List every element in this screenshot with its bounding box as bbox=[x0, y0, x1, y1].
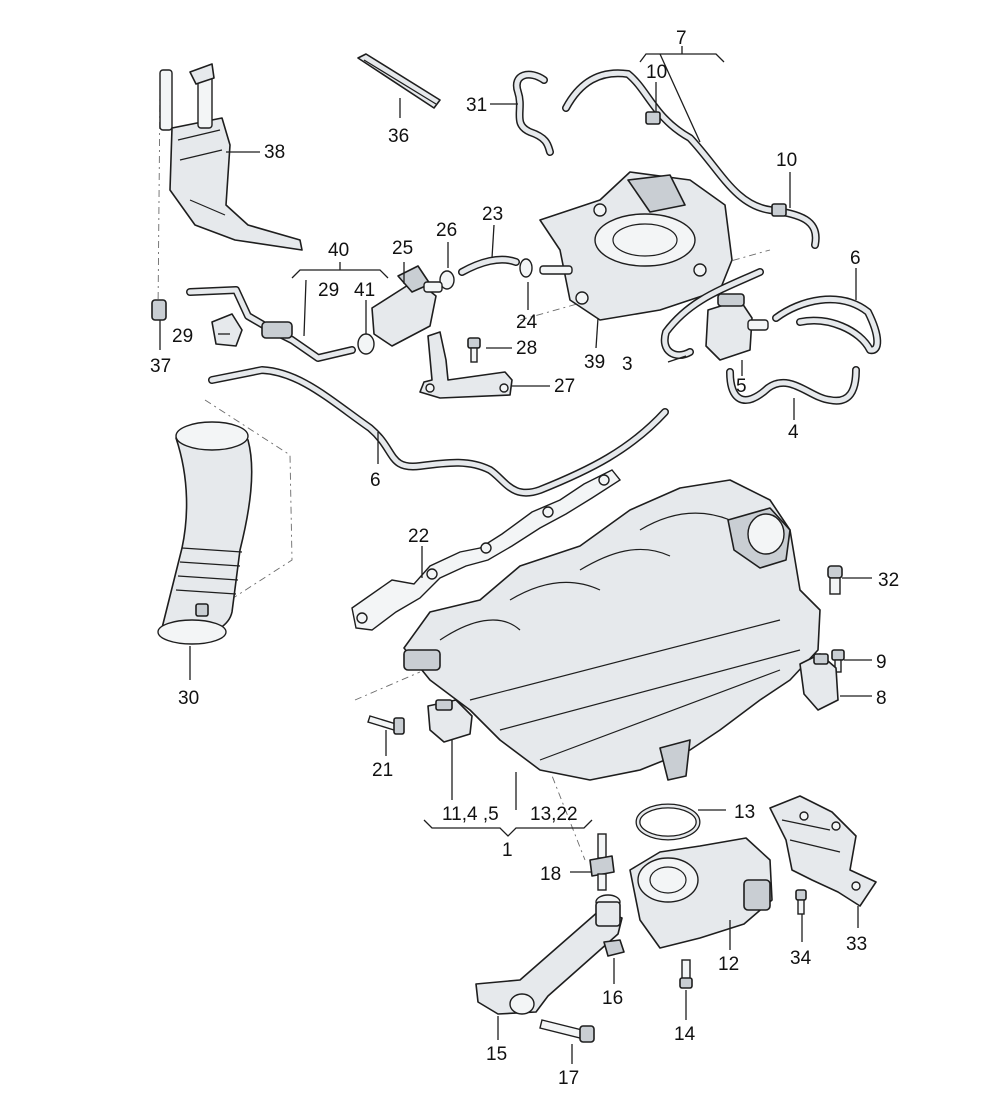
callout-41: 41 bbox=[354, 280, 375, 301]
part-23-hose bbox=[458, 255, 520, 276]
part-30-intake-pipe bbox=[157, 421, 253, 645]
callout-29-lower: 29 bbox=[172, 326, 193, 347]
callout-7: 7 bbox=[676, 28, 687, 49]
part-6-hose-lower bbox=[208, 366, 669, 497]
callout-8: 8 bbox=[876, 688, 887, 709]
part-22-gasket bbox=[351, 469, 622, 631]
callout-12: 12 bbox=[718, 954, 739, 975]
callout-28: 28 bbox=[516, 338, 537, 359]
callout-32: 32 bbox=[878, 570, 899, 591]
callout-9: 9 bbox=[876, 652, 887, 673]
callout-13: 13 bbox=[734, 802, 755, 823]
part-7-hose-assembly bbox=[562, 69, 820, 249]
part-18-stud bbox=[589, 833, 615, 891]
part-6-hose-upper bbox=[772, 295, 882, 355]
part-3-hose bbox=[660, 268, 764, 360]
callout-22: 22 bbox=[408, 526, 429, 547]
callout-6-lower: 6 bbox=[370, 470, 381, 491]
part-24-clamp bbox=[519, 258, 533, 278]
callout-25: 25 bbox=[392, 238, 413, 259]
callout-1: 1 bbox=[502, 840, 513, 861]
callout-31: 31 bbox=[466, 95, 487, 116]
part-5-solenoid-valve bbox=[705, 293, 769, 361]
callout-34: 34 bbox=[790, 948, 812, 969]
callout-39: 39 bbox=[584, 352, 605, 373]
callout-10-upper: 10 bbox=[646, 62, 667, 83]
part-15-support-arm bbox=[475, 894, 623, 1015]
callout-16: 16 bbox=[602, 988, 623, 1009]
callout-14: 14 bbox=[674, 1024, 696, 1045]
callout-18: 18 bbox=[540, 864, 561, 885]
callout-15: 15 bbox=[486, 1044, 507, 1065]
part-21-bolt bbox=[367, 715, 405, 735]
callout-11-4-5: 11,4 ,5 bbox=[442, 804, 499, 825]
callout-13-22: 13,22 bbox=[530, 804, 578, 825]
callout-38: 38 bbox=[264, 142, 285, 163]
part-27-bracket bbox=[419, 331, 513, 399]
callout-23: 23 bbox=[482, 204, 503, 225]
callout-3: 3 bbox=[622, 354, 633, 375]
callout-27: 27 bbox=[554, 376, 575, 397]
part-8-pressure-sensor bbox=[799, 653, 839, 711]
part-31-hose bbox=[512, 70, 554, 156]
part-14-bolt bbox=[679, 959, 693, 989]
part-1-intake-manifold bbox=[403, 479, 821, 781]
part-36-strip bbox=[357, 53, 441, 109]
callout-24: 24 bbox=[516, 312, 538, 333]
callout-30: 30 bbox=[178, 688, 199, 709]
callout-37: 37 bbox=[150, 356, 171, 377]
part-39-cover bbox=[539, 171, 733, 321]
part-41-clip bbox=[357, 333, 375, 355]
callout-5: 5 bbox=[736, 376, 747, 397]
part-37-clip bbox=[151, 299, 167, 321]
callout-6-upper: 6 bbox=[850, 248, 861, 269]
callout-29-upper: 29 bbox=[318, 280, 339, 301]
part-12-throttle-body bbox=[629, 837, 773, 949]
part-40-hose-line bbox=[186, 286, 356, 362]
leader-lines bbox=[159, 46, 872, 1064]
part-33-bracket bbox=[769, 795, 877, 907]
part-11-sensor bbox=[427, 699, 473, 743]
callout-21: 21 bbox=[372, 760, 393, 781]
callout-10-lower: 10 bbox=[776, 150, 797, 171]
part-9-screw bbox=[831, 649, 845, 673]
callout-36: 36 bbox=[388, 126, 409, 147]
part-28-bolt bbox=[467, 337, 481, 363]
part-32-bolt bbox=[827, 565, 843, 595]
callout-26: 26 bbox=[436, 220, 457, 241]
callout-33: 33 bbox=[846, 934, 867, 955]
part-26-clamp bbox=[439, 270, 455, 290]
part-29-clip bbox=[211, 313, 243, 347]
callout-4: 4 bbox=[788, 422, 799, 443]
part-4-hose bbox=[726, 366, 860, 405]
part-34-bolt bbox=[795, 889, 807, 915]
part-17-bolt bbox=[539, 1019, 595, 1043]
callout-40: 40 bbox=[328, 240, 349, 261]
part-13-o-ring bbox=[635, 803, 701, 841]
callout-labels: 38 36 31 7 10 10 6 23 26 25 40 29 41 24 … bbox=[150, 28, 899, 1089]
part-38-heat-shield bbox=[159, 63, 303, 251]
part-16-nut bbox=[603, 939, 625, 957]
part-25-valve bbox=[371, 265, 443, 347]
callout-17: 17 bbox=[558, 1068, 579, 1089]
